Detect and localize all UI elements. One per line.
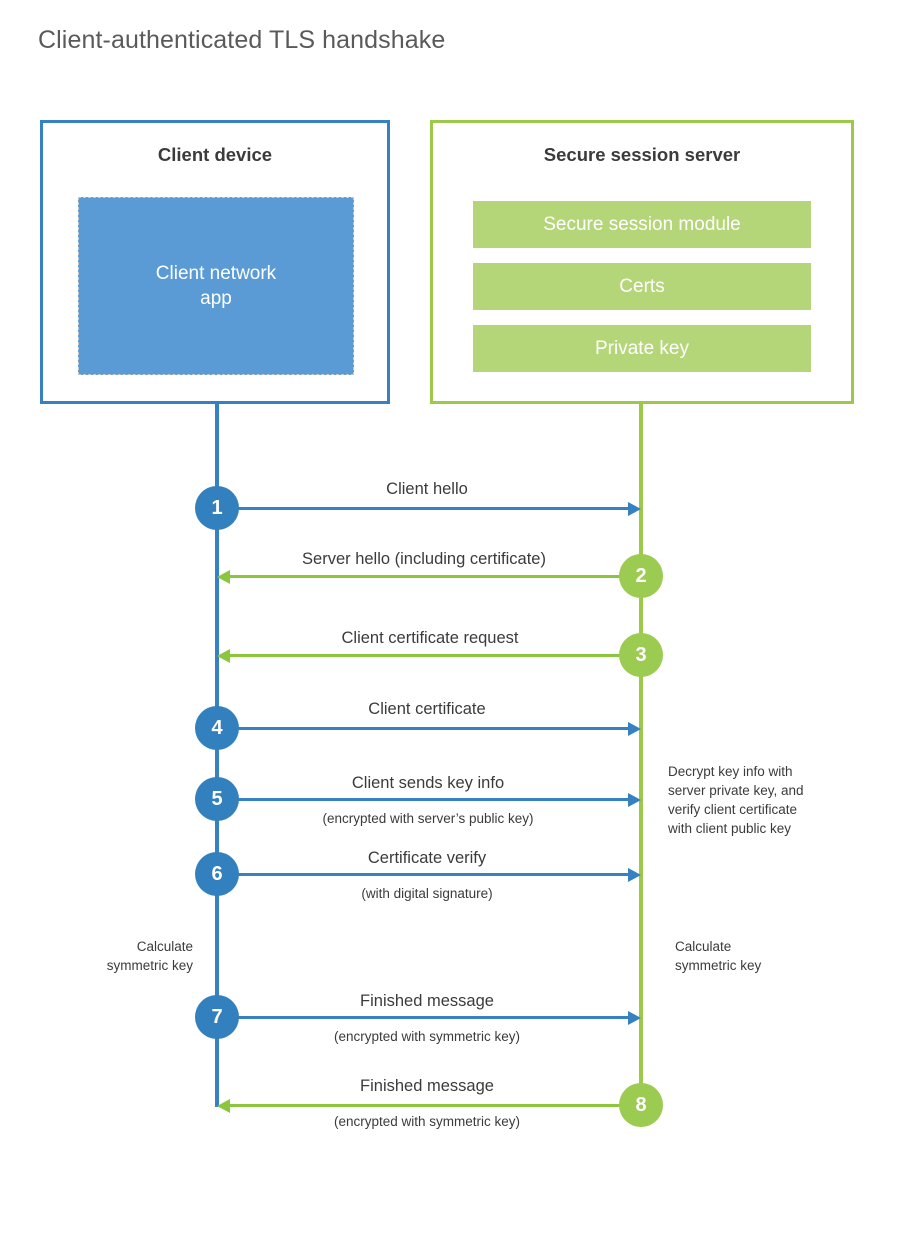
client-lifeline <box>215 404 219 1107</box>
step-circle-3[interactable]: 3 <box>619 633 663 677</box>
message-label-3: Client certificate request <box>341 629 519 647</box>
arrow-head-right-4 <box>628 721 641 736</box>
message-sublabel-5: (encrypted with server’s public key) <box>322 811 534 826</box>
message-sublabel-8: (encrypted with symmetric key) <box>333 1114 521 1129</box>
secure-session-server-title: Secure session server <box>543 144 741 165</box>
arrow-head-left-2 <box>217 569 230 584</box>
page-title: Client-authenticated TLS handshake <box>38 26 446 54</box>
step-circle-8[interactable]: 8 <box>619 1083 663 1127</box>
message-sublabel-6: (with digital signature) <box>361 886 493 901</box>
message-label-5: Client sends key info <box>351 774 505 792</box>
client-network-app-block: Client network app <box>78 197 354 375</box>
step-circle-1[interactable]: 1 <box>195 486 239 530</box>
server-decrypt-note: Decrypt key info with server private key… <box>668 764 804 837</box>
server-calculate-symmetric-key-note: Calculate symmetric key <box>675 939 762 974</box>
server-block-certs: Certs <box>473 263 811 310</box>
message-label-2: Server hello (including certificate) <box>302 550 546 568</box>
step-circle-6[interactable]: 6 <box>195 852 239 896</box>
arrow-head-right-5 <box>628 792 641 807</box>
message-label-7: Finished message <box>360 992 494 1010</box>
message-line-6 <box>217 873 628 876</box>
client-device-title: Client device <box>157 144 273 165</box>
server-lifeline <box>639 404 643 1107</box>
step-circle-2[interactable]: 2 <box>619 554 663 598</box>
message-label-6: Certificate verify <box>367 849 487 867</box>
server-block-secure-session-module: Secure session module <box>473 201 811 248</box>
message-line-2 <box>230 575 628 578</box>
message-label-8: Finished message <box>360 1077 494 1095</box>
message-label-1: Client hello <box>386 480 468 498</box>
step-circle-7[interactable]: 7 <box>195 995 239 1039</box>
arrow-head-right-6 <box>628 867 641 882</box>
message-line-7 <box>217 1016 628 1019</box>
arrow-head-left-3 <box>217 648 230 663</box>
message-line-8 <box>230 1104 628 1107</box>
message-line-1 <box>217 507 628 510</box>
message-line-5 <box>217 798 628 801</box>
server-block-private-key: Private key <box>473 325 811 372</box>
arrow-head-left-8 <box>217 1098 230 1113</box>
step-circle-4[interactable]: 4 <box>195 706 239 750</box>
actor-box-server: Secure session server Secure session mod… <box>430 120 854 404</box>
message-line-3 <box>230 654 628 657</box>
actor-box-client: Client device Client network app <box>40 120 390 404</box>
message-line-4 <box>217 727 628 730</box>
client-calculate-symmetric-key-note: Calculate symmetric key <box>106 939 193 974</box>
arrow-head-right-7 <box>628 1010 641 1025</box>
arrow-head-right-1 <box>628 501 641 516</box>
message-sublabel-7: (encrypted with symmetric key) <box>333 1029 521 1044</box>
message-label-4: Client certificate <box>368 700 486 718</box>
step-circle-5[interactable]: 5 <box>195 777 239 821</box>
